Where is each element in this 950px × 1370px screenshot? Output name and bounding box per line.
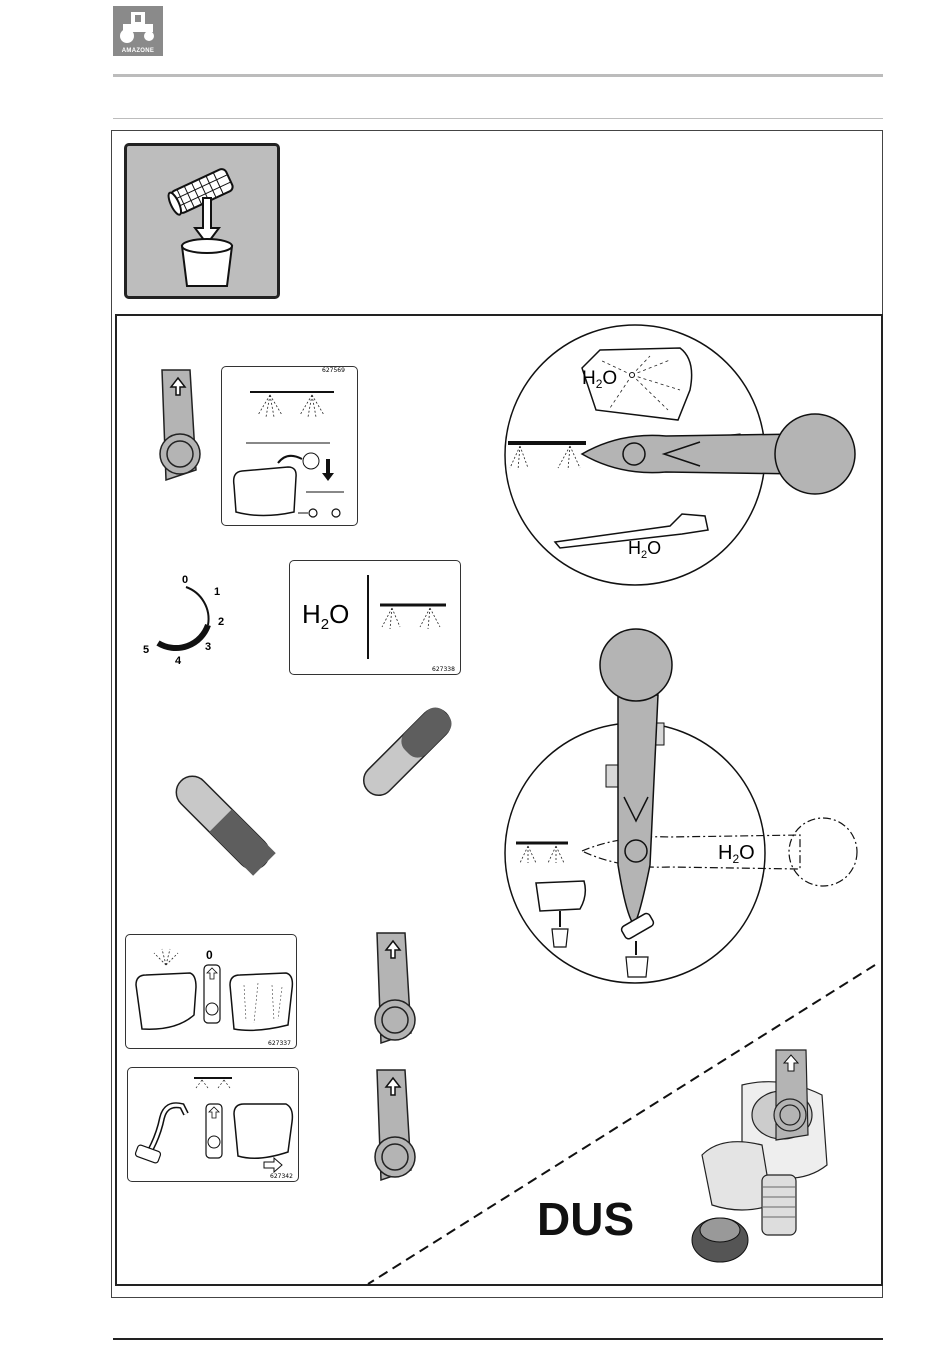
flush-tube-left: [160, 760, 285, 885]
nozzle-flush-diagram: 627569: [222, 367, 357, 525]
flush-tube-right: [350, 695, 465, 810]
section-rule: [113, 118, 883, 119]
tap-lever-open: [150, 365, 210, 490]
hose-flush-diagram: 627342: [128, 1068, 298, 1181]
nozzle-flush-panel: 627569: [221, 366, 358, 526]
dial-pos-3: 3: [205, 641, 211, 653]
tractor-logo-icon: [113, 6, 163, 46]
filter-clean-detail: H2O: [500, 625, 870, 990]
panel-code: 627569: [322, 367, 345, 374]
logo-text: AMAZONE: [113, 48, 163, 54]
hose-flush-panel: 627342: [127, 1067, 299, 1182]
nozzle-rinse-detail: H2O H2O: [500, 320, 870, 590]
water-label-panel: H2O: [302, 599, 349, 633]
filter-into-bucket-icon: [127, 146, 277, 296]
header-rule: [113, 74, 883, 77]
dial-pos-4: 4: [175, 655, 182, 667]
panel-code: 627338: [432, 666, 455, 673]
tank-setting: 0: [206, 948, 213, 962]
dial-pos-0: 0: [182, 574, 188, 586]
dus-label: DUS: [537, 1192, 634, 1246]
dus-valve-illustration: [682, 1045, 832, 1270]
filter-cleaning-tile: [124, 143, 280, 299]
tank-clean-panel: 0 627337: [125, 934, 297, 1049]
water-flush-diagram: H2O 627338: [290, 561, 460, 674]
footer-rule: [113, 1338, 883, 1340]
dial-pos-2: 2: [218, 616, 224, 628]
selector-dial: 0 1 2 3 4 5: [130, 565, 240, 675]
dial-pos-5: 5: [143, 644, 149, 656]
water-flush-panel: H2O 627338: [289, 560, 461, 675]
panel-code: 627342: [270, 1173, 293, 1180]
panel-code: 627337: [268, 1040, 291, 1047]
dial-pos-1: 1: [214, 586, 220, 598]
tank-clean-diagram: 0 627337: [126, 935, 296, 1048]
amazone-logo: AMAZONE: [113, 6, 163, 56]
